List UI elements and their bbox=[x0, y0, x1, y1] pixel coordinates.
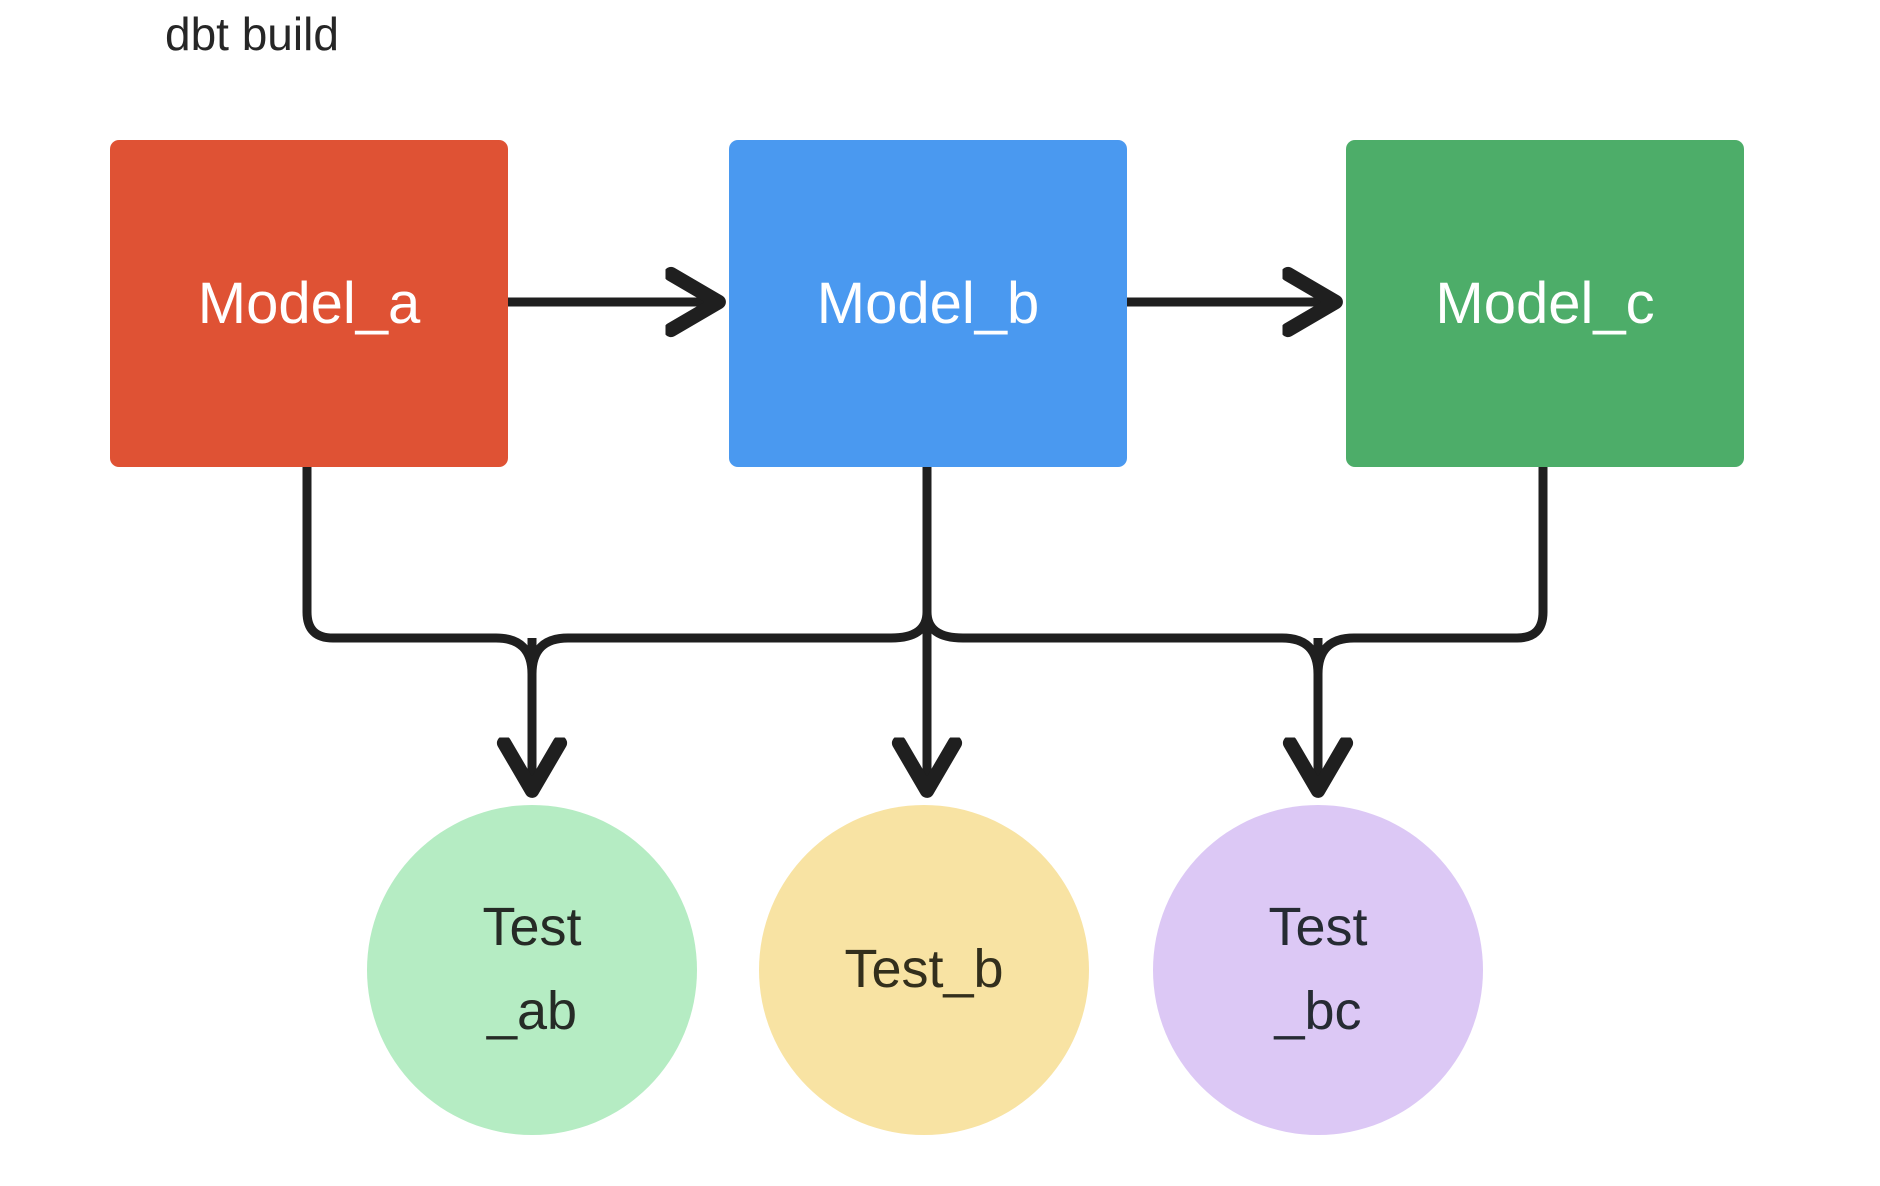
edge-model-b-to-test-bc bbox=[922, 467, 1323, 675]
node-test-ab[interactable]: Test _ab bbox=[367, 805, 697, 1135]
node-model-b[interactable]: Model_b bbox=[729, 140, 1127, 467]
edge-model-c-to-test-bc bbox=[1313, 467, 1548, 675]
node-model-c-label: Model_c bbox=[1435, 271, 1655, 336]
node-model-c[interactable]: Model_c bbox=[1346, 140, 1744, 467]
node-test-b-label: Test_b bbox=[844, 939, 1004, 1000]
node-model-a-label: Model_a bbox=[197, 271, 421, 336]
node-test-bc[interactable]: Test _bc bbox=[1153, 805, 1483, 1135]
edge-model-a-to-test-ab bbox=[302, 467, 537, 675]
node-test-bc-label: Test _bc bbox=[1268, 897, 1368, 1041]
node-model-b-label: Model_b bbox=[816, 271, 1040, 336]
edge-model-b-to-test-ab bbox=[527, 467, 932, 675]
node-model-a[interactable]: Model_a bbox=[110, 140, 508, 467]
node-test-ab-label: Test _ab bbox=[482, 897, 582, 1041]
page-title: dbt build bbox=[165, 8, 339, 60]
node-test-b[interactable]: Test_b bbox=[759, 805, 1089, 1135]
